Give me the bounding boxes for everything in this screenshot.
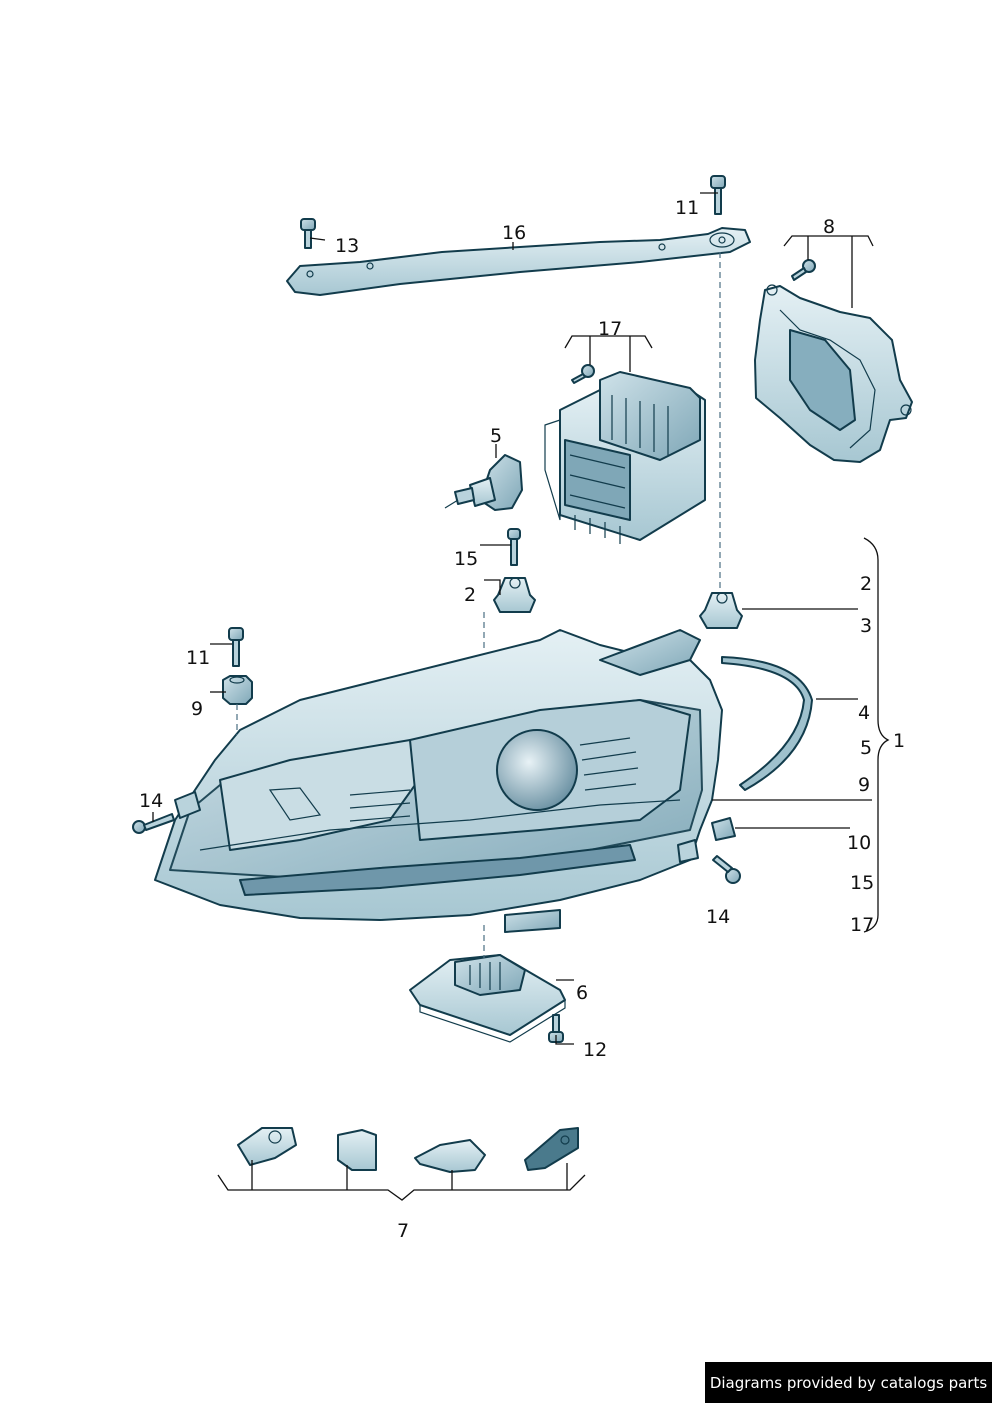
repair-tab-part-2-top <box>493 577 536 613</box>
assembly-lines <box>236 252 721 958</box>
callout-9-left: 9 <box>191 698 203 720</box>
credit-banner: Diagrams provided by catalogs parts <box>705 1362 992 1403</box>
callout-list-2: 2 <box>860 573 872 595</box>
control-unit-part-6 <box>409 954 566 1043</box>
screw-part-14-left <box>132 813 175 834</box>
callout-14-left: 14 <box>139 790 163 812</box>
callout-7: 7 <box>397 1220 409 1242</box>
callout-list-15: 15 <box>850 872 874 894</box>
led-module-part-17 <box>544 371 706 544</box>
callout-11-left: 11 <box>186 647 210 669</box>
headlight-housing-part-1 <box>154 629 723 933</box>
leader-lines <box>152 192 890 1201</box>
callout-13: 13 <box>335 235 359 257</box>
callout-list-5: 5 <box>860 737 872 759</box>
repair-tab-part-2-right <box>699 592 743 629</box>
screw-part-17 <box>571 364 595 384</box>
screw-part-13 <box>300 218 316 249</box>
clip-part-10 <box>711 817 736 841</box>
callout-8: 8 <box>823 216 835 238</box>
callout-list-10: 10 <box>847 832 871 854</box>
screw-part-11-left <box>228 627 244 667</box>
callout-list-3: 3 <box>860 615 872 637</box>
screw-part-15 <box>507 528 521 566</box>
mounting-bracket-part-16 <box>286 227 751 296</box>
callout-list-17: 17 <box>850 914 874 936</box>
callout-6: 6 <box>576 982 588 1004</box>
callout-14-right: 14 <box>706 906 730 928</box>
repair-set-part-7 <box>237 1127 579 1173</box>
callout-11-top: 11 <box>675 197 699 219</box>
callout-12: 12 <box>583 1039 607 1061</box>
screw-part-11-top <box>710 175 726 215</box>
adjustment-motor-part-5 <box>444 454 523 511</box>
seal-part-4 <box>721 656 813 791</box>
screw-part-8 <box>791 259 816 281</box>
callout-list-9: 9 <box>858 774 870 796</box>
screw-part-14-right <box>712 855 741 884</box>
callout-5-top: 5 <box>490 425 502 447</box>
credit-text: Diagrams provided by catalogs parts <box>709 1373 988 1392</box>
callout-labels: 11 13 16 8 17 5 15 2 11 9 14 14 6 12 7 2… <box>139 197 905 1242</box>
callout-17-top: 17 <box>598 318 622 340</box>
callout-2-left: 2 <box>464 584 476 606</box>
callout-15-left: 15 <box>454 548 478 570</box>
clip-part-9 <box>222 675 253 705</box>
callout-list-1: 1 <box>893 730 905 752</box>
callout-16: 16 <box>502 222 526 244</box>
rear-cover-part-8 <box>754 284 913 463</box>
callout-list-4: 4 <box>858 702 870 724</box>
